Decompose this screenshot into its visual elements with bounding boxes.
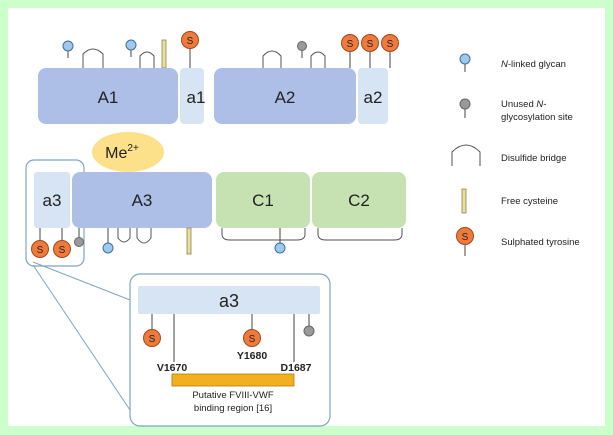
binding-region-bar: [171, 373, 295, 387]
legend-glycan-label: N-linked glycan: [501, 59, 566, 70]
a3-unused-site: [74, 228, 84, 247]
residue-d1687-label: D1687: [281, 362, 312, 374]
legend-glycan-symbol: [459, 53, 471, 72]
a3-disulfide-bridge-2: [136, 228, 152, 244]
metal-ion-label: Me2+: [105, 143, 139, 162]
legend-cysteine-symbol: [461, 188, 467, 214]
legend-unused-italic: N: [536, 99, 543, 110]
legend-unused-label-line2: glycosylation site: [501, 112, 573, 123]
domain-a2-acidic-label: a2: [364, 88, 383, 107]
a3-free-cysteine: [186, 227, 192, 255]
legend-unused-suffix: -: [543, 99, 546, 110]
a3-sulphated-tyrosine-1: S: [31, 228, 49, 258]
a3-disulfide-bridge-1: [117, 228, 131, 243]
metal-ion-superscript: 2+: [127, 143, 139, 154]
domain-a3-acidic: [34, 172, 70, 228]
domain-a2-acidic: [358, 68, 388, 124]
legend-tyrosine-symbol: S: [456, 227, 474, 256]
a3-zoom-domain: [138, 286, 320, 314]
legend-unused-label-line1: Unused N-: [501, 99, 546, 110]
c1-disulfide-bridge: [221, 228, 306, 241]
domain-a2: [214, 68, 356, 124]
a3-sulphated-tyrosine-2: S: [53, 228, 71, 258]
tyrosine-s-mark: S: [59, 245, 66, 256]
domain-a3: [72, 172, 212, 228]
legend-disulfide-symbol: [451, 144, 481, 166]
a3-glycan: [102, 228, 114, 254]
legend: N-linked glycan Unused N- glycosylation …: [451, 53, 580, 256]
legend-glycan-rest: -linked glycan: [508, 59, 566, 70]
tyrosine-s-mark: S: [37, 245, 44, 256]
domain-c2: [312, 172, 406, 228]
tyrosine-s-mark: S: [462, 232, 469, 243]
domain-a1-label: A1: [98, 88, 119, 107]
binding-region-label-line2: binding region [16]: [194, 403, 272, 414]
zoom-unused-site: [303, 314, 315, 337]
a1-acidic-sulphated-tyrosine: S: [181, 31, 199, 68]
domain-a1-acidic-label: a1: [187, 88, 206, 107]
zoom-connector-bottom: [32, 264, 131, 411]
legend-cysteine-label: Free cysteine: [501, 196, 558, 207]
legend-disulfide-label: Disulfide bridge: [501, 153, 566, 164]
tyrosine-s-mark: S: [387, 39, 394, 50]
a3-zoom-label: a3: [219, 291, 239, 311]
metal-ion-base: Me: [105, 145, 127, 162]
a2-sulphated-tyrosine-2: S: [361, 34, 379, 68]
zoom-connector-top: [32, 261, 131, 301]
residue-v1670-label: V1670: [157, 362, 188, 374]
a1-free-cysteine: [161, 39, 167, 69]
binding-region-label-line1: Putative FVIII-VWF: [192, 390, 273, 401]
tyrosine-s-mark: S: [367, 39, 374, 50]
legend-glycan-italic: N: [501, 59, 508, 70]
residue-y1680-label: Y1680: [237, 350, 268, 362]
domain-a2-label: A2: [275, 88, 296, 107]
a2-sulphated-tyrosine-3: S: [381, 34, 399, 68]
c2-disulfide-bridge: [317, 228, 403, 241]
a1-disulfide-bridge-1: [82, 48, 104, 68]
zoom-sulphated-tyrosine-left: S: [143, 314, 161, 347]
a2-sulphated-tyrosine-1: S: [341, 34, 359, 68]
domain-a3-acidic-label: a3: [43, 191, 62, 210]
domain-a1-acidic: [180, 68, 204, 124]
metal-ion: [92, 132, 164, 172]
tyrosine-s-mark: S: [347, 39, 354, 50]
zoom-sulphated-tyrosine-y1680: S: [243, 314, 261, 347]
domain-c1: [216, 172, 310, 228]
tyrosine-s-mark: S: [187, 36, 194, 47]
domain-a1: [38, 68, 178, 124]
tyrosine-s-mark: S: [249, 334, 256, 345]
c1-glycan: [274, 228, 286, 254]
tyrosine-s-mark: S: [149, 334, 156, 345]
legend-unused-symbol: [459, 98, 471, 118]
a2-disulfide-bridge-1: [262, 50, 282, 68]
domain-c1-label: C1: [252, 191, 274, 210]
legend-unused-prefix: Unused: [501, 99, 536, 110]
a2-disulfide-bridge-2: [310, 51, 326, 68]
a1-disulfide-bridge-2: [139, 51, 155, 68]
legend-tyrosine-label: Sulphated tyrosine: [501, 237, 580, 248]
domain-c2-label: C2: [348, 191, 370, 210]
domain-a3-label: A3: [132, 191, 153, 210]
